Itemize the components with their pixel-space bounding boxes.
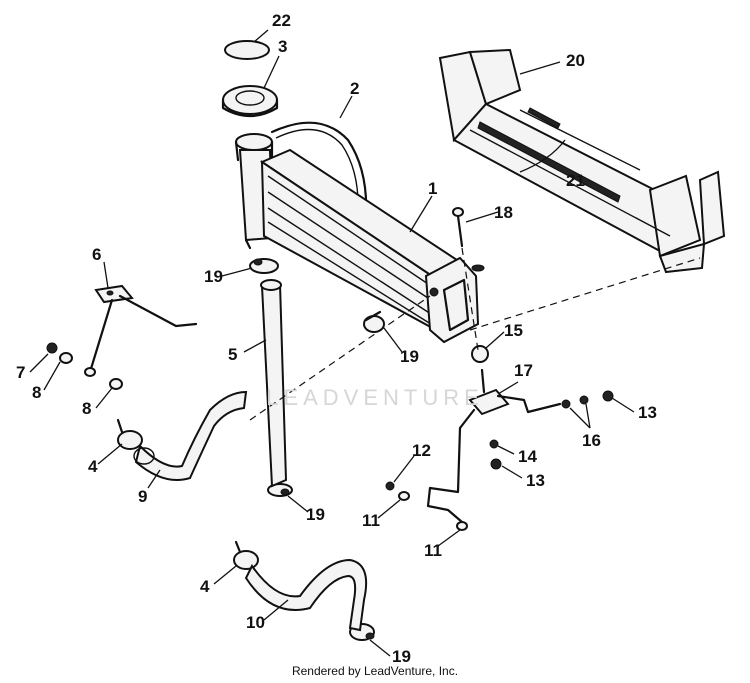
- alignment-line-c: [461, 247, 479, 351]
- callout-19-bottom: 19: [392, 647, 411, 666]
- part-10-hose: [244, 558, 368, 632]
- part-16-washer-a: [561, 399, 571, 409]
- callout-13-lower: 13: [526, 471, 545, 490]
- part-17-support-bracket: [426, 368, 562, 524]
- callout-18: 18: [494, 203, 513, 222]
- callout-12: 12: [412, 441, 431, 460]
- part-11-washer-upper: [398, 491, 410, 501]
- part-13-nut-upper: [602, 390, 614, 402]
- callout-6: 6: [92, 245, 101, 264]
- part-8-washer-mid: [84, 367, 96, 377]
- part-18-bolt: [452, 207, 464, 248]
- callout-19-lower: 19: [306, 505, 325, 524]
- alignment-line-a: [249, 295, 431, 421]
- part-2-overflow-hose: [270, 121, 368, 217]
- part-7-nut: [46, 342, 58, 354]
- callout-1: 1: [428, 179, 437, 198]
- part-8-washer-lower: [109, 378, 123, 390]
- part-11-washer-lower: [456, 521, 468, 531]
- callout-15: 15: [504, 321, 523, 340]
- callout-22: 22: [272, 11, 291, 30]
- part-21-leader: [519, 139, 566, 173]
- callout-leaders: [29, 29, 635, 657]
- part-16-washer-b: [579, 395, 589, 405]
- callout-16: 16: [582, 431, 601, 450]
- callout-8-upper: 8: [32, 383, 41, 402]
- part-8-washer-upper: [59, 352, 73, 364]
- callout-9: 9: [138, 487, 147, 506]
- callout-10: 10: [246, 613, 265, 632]
- callout-11-upper: 11: [362, 511, 380, 530]
- part-4-hose-clamp-lower: [233, 540, 259, 570]
- callout-2: 2: [350, 79, 359, 98]
- part-19-hose-clamp-upper: [249, 258, 279, 274]
- part-3-radiator-cap: [221, 85, 279, 118]
- callout-3: 3: [278, 37, 287, 56]
- callout-8-lower: 8: [82, 399, 91, 418]
- part-15-grommet: [471, 345, 489, 363]
- watermark-text: LEADVENTURE: [266, 385, 484, 410]
- callout-labels: 22 3 2 20 1 21 18 6 19 5 19 15 7 8 8 17 …: [16, 11, 657, 666]
- part-13-nut-lower: [490, 458, 502, 470]
- part-20-radiator-shroud: [438, 48, 726, 274]
- part-19-hose-clamp-middle: [363, 310, 385, 333]
- callout-4-upper: 4: [88, 457, 98, 476]
- callout-13-upper: 13: [638, 403, 657, 422]
- part-9-hose: [134, 390, 248, 481]
- part-12-bolt: [385, 481, 395, 491]
- callout-11-lower: 11: [424, 541, 442, 560]
- render-credit: Rendered by LeadVenture, Inc.: [291, 664, 459, 678]
- callout-19-upper: 19: [204, 267, 223, 286]
- callout-7: 7: [16, 363, 25, 382]
- part-6-bracket: [88, 284, 198, 374]
- callout-5: 5: [228, 345, 237, 364]
- part-14-washer: [489, 439, 499, 449]
- part-4-hose-clamp-upper: [116, 418, 143, 450]
- part-1-radiator: [234, 133, 485, 344]
- callout-4-lower: 4: [200, 577, 210, 596]
- part-19-hose-clamp-lower-5: [267, 483, 293, 497]
- callout-14: 14: [518, 447, 537, 466]
- callout-21: 21: [566, 171, 585, 190]
- callout-17: 17: [514, 361, 533, 380]
- part-22-gasket: [224, 40, 270, 60]
- alignment-line-b: [469, 257, 701, 331]
- callout-20: 20: [566, 51, 585, 70]
- callout-19-middle: 19: [400, 347, 419, 366]
